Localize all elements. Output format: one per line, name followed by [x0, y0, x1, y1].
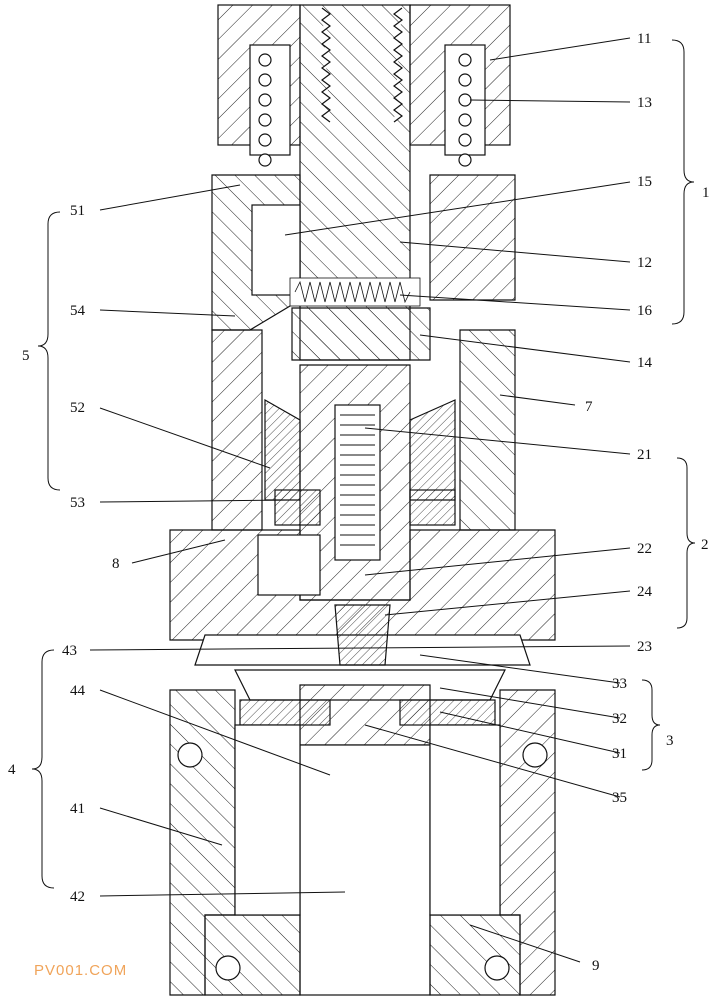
seat-24: [334, 604, 391, 666]
label-52: 52: [70, 400, 85, 416]
channel-42: [299, 744, 431, 996]
label-11: 11: [637, 31, 651, 47]
spring-21: [340, 414, 375, 546]
stem-12: [299, 4, 411, 361]
tube-44-left: [234, 724, 301, 916]
label-24: 24: [637, 584, 653, 600]
stem-threads: [321, 7, 403, 123]
cavity-8-left: [257, 534, 321, 596]
spring-21-cavity: [334, 404, 381, 561]
tube-44-right: [429, 724, 501, 916]
label-32: 32: [612, 711, 627, 727]
spring-13-left: [249, 44, 291, 167]
housing-51-right: [429, 174, 516, 301]
spring-13-right: [444, 44, 486, 167]
label-41: 41: [70, 801, 85, 817]
ring-53-left: [274, 489, 321, 526]
label-51: 51: [70, 203, 85, 219]
group-label-3: 3: [666, 733, 674, 749]
seal-52-right: [409, 399, 456, 501]
label-22: 22: [637, 541, 652, 557]
label-23: 23: [637, 639, 652, 655]
group-label-4: 4: [8, 762, 16, 778]
group-label-5: 5: [22, 348, 30, 364]
label-43: 43: [62, 643, 77, 659]
label-31: 31: [612, 746, 627, 762]
label-42: 42: [70, 889, 85, 905]
label-21: 21: [637, 447, 652, 463]
label-15: 15: [637, 174, 652, 190]
leader-lines: [31, 37, 696, 963]
label-7: 7: [585, 399, 593, 415]
reference-labels: 11 13 15 12 16 14 7 21 22 24 23 33 32 31…: [8, 31, 710, 974]
drawing-body: [169, 4, 556, 996]
block-14: [291, 307, 431, 361]
label-9: 9: [592, 958, 600, 974]
o-rings: [177, 742, 548, 981]
label-44: 44: [70, 683, 86, 699]
core-35: [299, 684, 431, 746]
label-35: 35: [612, 790, 627, 806]
group-label-1: 1: [702, 185, 710, 201]
watermark-text: PV001.COM: [34, 962, 128, 979]
label-54: 54: [70, 303, 86, 319]
label-53: 53: [70, 495, 85, 511]
label-14: 14: [637, 355, 653, 371]
spring-16: [289, 277, 421, 307]
housing-7-right: [459, 329, 516, 531]
seal-52-left: [264, 398, 301, 501]
label-12: 12: [637, 255, 652, 271]
label-8: 8: [112, 556, 120, 572]
label-13: 13: [637, 95, 652, 111]
label-16: 16: [637, 303, 653, 319]
group-label-2: 2: [701, 537, 709, 553]
label-33: 33: [612, 676, 627, 692]
ring-53-right: [409, 489, 456, 526]
